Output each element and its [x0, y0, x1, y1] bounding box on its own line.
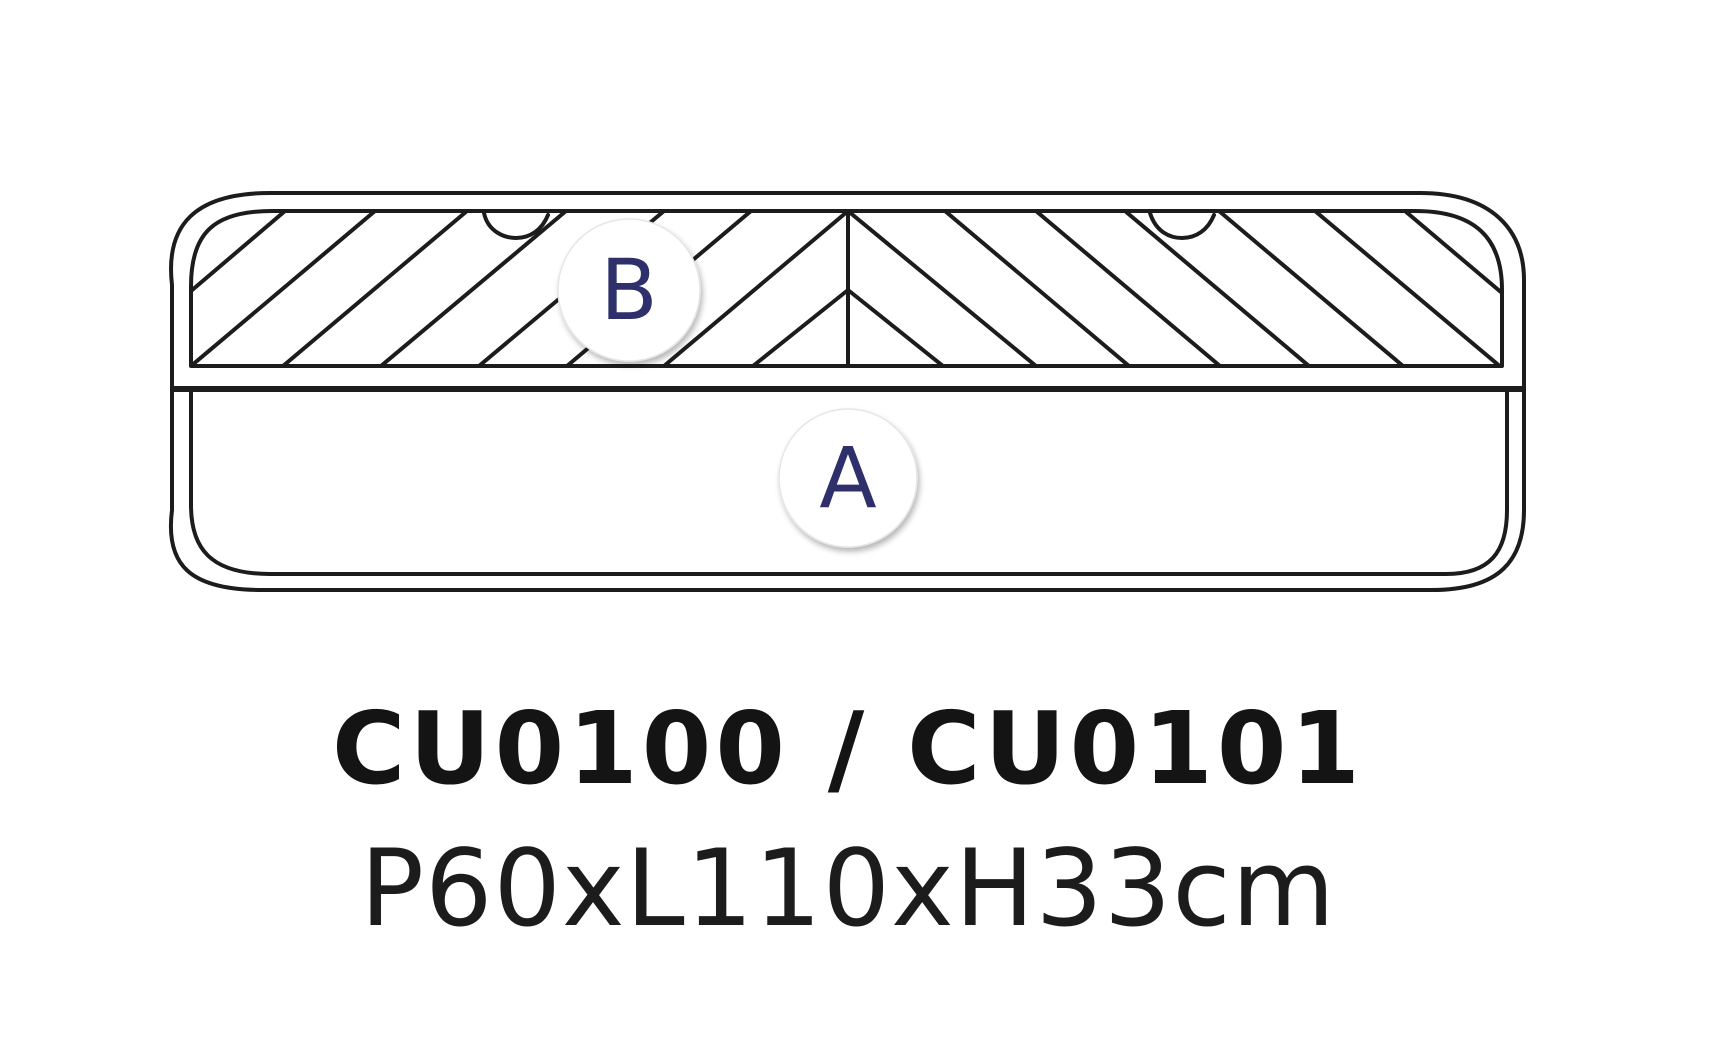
- model-codes: CU0100 / CU0101: [332, 690, 1364, 807]
- badge-b: B: [557, 218, 701, 362]
- cushion-outline: [189, 209, 1504, 368]
- cushion-hatching: [191, 211, 1502, 366]
- badge-a: A: [778, 408, 918, 548]
- badge-a-label: A: [819, 429, 876, 527]
- outer-frame-outline: [169, 191, 1526, 390]
- badge-b-label: B: [600, 241, 658, 339]
- base-inner-outline: [189, 388, 1509, 576]
- dimensions-text: P60xL110xH33cm: [360, 827, 1336, 950]
- base-outer-outline: [168, 386, 1526, 592]
